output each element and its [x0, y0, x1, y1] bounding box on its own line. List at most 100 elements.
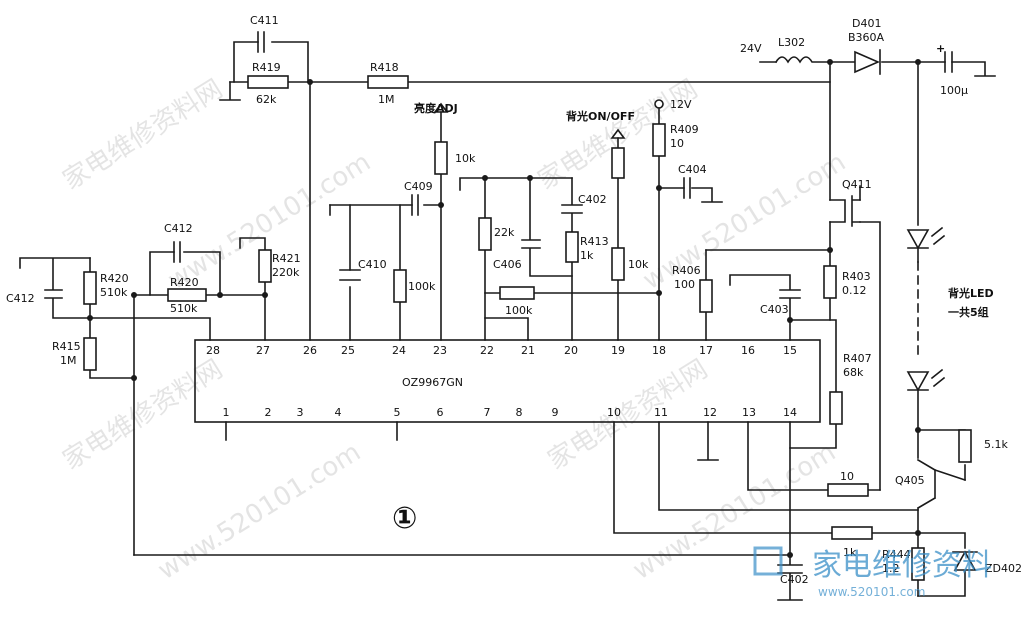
resistor-r418: [367, 75, 409, 89]
pin-label: 12: [703, 406, 717, 419]
logo-text: 家电维修资料: [812, 548, 992, 583]
r407-value: 68k: [843, 366, 864, 379]
d401-label: D401: [852, 17, 881, 30]
pin-label: 10: [607, 406, 621, 419]
pin-label: 6: [437, 406, 444, 419]
c410-label: C410: [358, 258, 387, 271]
r419-label: R419: [252, 61, 281, 74]
q411-label: Q411: [842, 178, 872, 191]
resistor-r444: [911, 547, 925, 581]
c409-label: C409: [404, 180, 433, 193]
resistor-r415: [83, 337, 97, 371]
pin-label: 7: [484, 406, 491, 419]
r420b-label: R420: [170, 276, 199, 289]
ic-name: OZ9967GN: [402, 376, 463, 389]
ic-oz9967gn: OZ9967GN 28 27 26 25 24 23 22 21 20 19 1…: [194, 339, 821, 423]
led-count-label: 一共5组: [948, 305, 989, 319]
r444-label: R444: [882, 548, 911, 561]
pin-label: 2: [265, 406, 272, 419]
pin-label: 19: [611, 344, 625, 357]
pin-label: 21: [521, 344, 535, 357]
q405-label: Q405: [895, 474, 925, 487]
r409-label: R409: [670, 123, 699, 136]
resistor-r403: [823, 265, 837, 299]
pin-label: 15: [783, 344, 797, 357]
pin-label: 26: [303, 344, 317, 357]
v24-label: 24V: [740, 42, 762, 55]
r407-label: R407: [843, 352, 872, 365]
c412b-label: C412: [6, 292, 35, 305]
resistor-r409: [652, 123, 666, 157]
site-logo: 家电维修资料 www.520101.com: [753, 546, 992, 599]
r-1k-value: 1k: [843, 546, 857, 559]
v12-label: 12V: [670, 98, 692, 111]
pin-label: 22: [480, 344, 494, 357]
circle-number: ①: [392, 501, 417, 536]
watermark-text: 家电维修资料网: [58, 74, 228, 196]
watermark-text: www.520101.com: [638, 147, 851, 296]
resistor-100k-h: [499, 286, 535, 300]
c406-label: C406: [493, 258, 522, 271]
r444-value: 1.2: [882, 562, 900, 575]
resistor-10: [827, 483, 869, 497]
pin-label: 27: [256, 344, 270, 357]
resistor-10k-b: [611, 247, 625, 281]
r415-value: 1M: [60, 354, 77, 367]
r406-value: 100: [674, 278, 695, 291]
resistor-r421: [258, 249, 272, 283]
c402a-label: C402: [578, 193, 607, 206]
pin-label: 28: [206, 344, 220, 357]
r-bright-value: 10k: [455, 152, 476, 165]
pin-label: 13: [742, 406, 756, 419]
top-supply-rail: R419 62k C411 R418 1M 24V L302 D401 B360…: [219, 14, 996, 341]
r-100k-h-value: 100k: [505, 304, 533, 317]
pin-label: 16: [741, 344, 755, 357]
resistor-r413: [565, 231, 579, 263]
resistor-r407: [829, 391, 843, 425]
l302-label: L302: [778, 36, 805, 49]
ic-bottom-stubs: [225, 421, 719, 461]
r418-value: 1M: [378, 93, 395, 106]
pin-label: 20: [564, 344, 578, 357]
c412a-label: C412: [164, 222, 193, 235]
brightness-input: 亮度ADJ 10k C409 C410 100k: [329, 101, 476, 341]
watermark-text: www.520101.com: [153, 437, 366, 586]
resistor-r406: [699, 279, 713, 313]
resistor-1k: [831, 526, 873, 540]
onoff-label: 背光ON/OFF: [566, 109, 635, 123]
feedback-network: C412 R420 510k R415 1M R420 510k C412 R4…: [6, 222, 301, 556]
r-10-value: 10: [840, 470, 854, 483]
r421-value: 220k: [272, 266, 300, 279]
resistor-r419: [247, 75, 289, 89]
zd402-label: ZD402: [985, 562, 1022, 575]
resistor-brightness: [434, 141, 448, 175]
r421-label: R421: [272, 252, 301, 265]
r419-value: 62k: [256, 93, 277, 106]
resistor-r420b: [167, 288, 207, 302]
watermark-text: 家电维修资料网: [58, 354, 228, 476]
mosfet-q411: Q411 R403 0.12 R406 100 C403 R407 68k: [672, 178, 881, 491]
resistor-100k-v: [393, 269, 407, 303]
r413-label: R413: [580, 235, 609, 248]
cap-value: 100μ: [940, 84, 968, 97]
led-string: 背光LED 一共5组: [906, 226, 994, 431]
led-group-label: 背光LED: [948, 286, 994, 300]
r-10k-b-value: 10k: [628, 258, 649, 271]
r406-label: R406: [672, 264, 701, 277]
watermark-layer: 家电维修资料网 www.520101.com 家电维修资料网 www.52010…: [58, 74, 851, 586]
c403-label: C403: [760, 303, 789, 316]
r409-value: 10: [670, 137, 684, 150]
pin-label: 24: [392, 344, 406, 357]
compensation-network: 22k C406 C402 R413 1k 100k: [459, 175, 660, 341]
r403-label: R403: [842, 270, 871, 283]
resistor-5k1: [958, 429, 972, 463]
c402b-label: C402: [780, 573, 809, 586]
vcc-12v: 12V R409 10 C404: [652, 98, 723, 341]
pin-label: 25: [341, 344, 355, 357]
c404-label: C404: [678, 163, 707, 176]
r413-value: 1k: [580, 249, 594, 262]
pin-label: 17: [699, 344, 713, 357]
logo-site: www.520101.com: [818, 585, 925, 599]
pin-label: 5: [394, 406, 401, 419]
